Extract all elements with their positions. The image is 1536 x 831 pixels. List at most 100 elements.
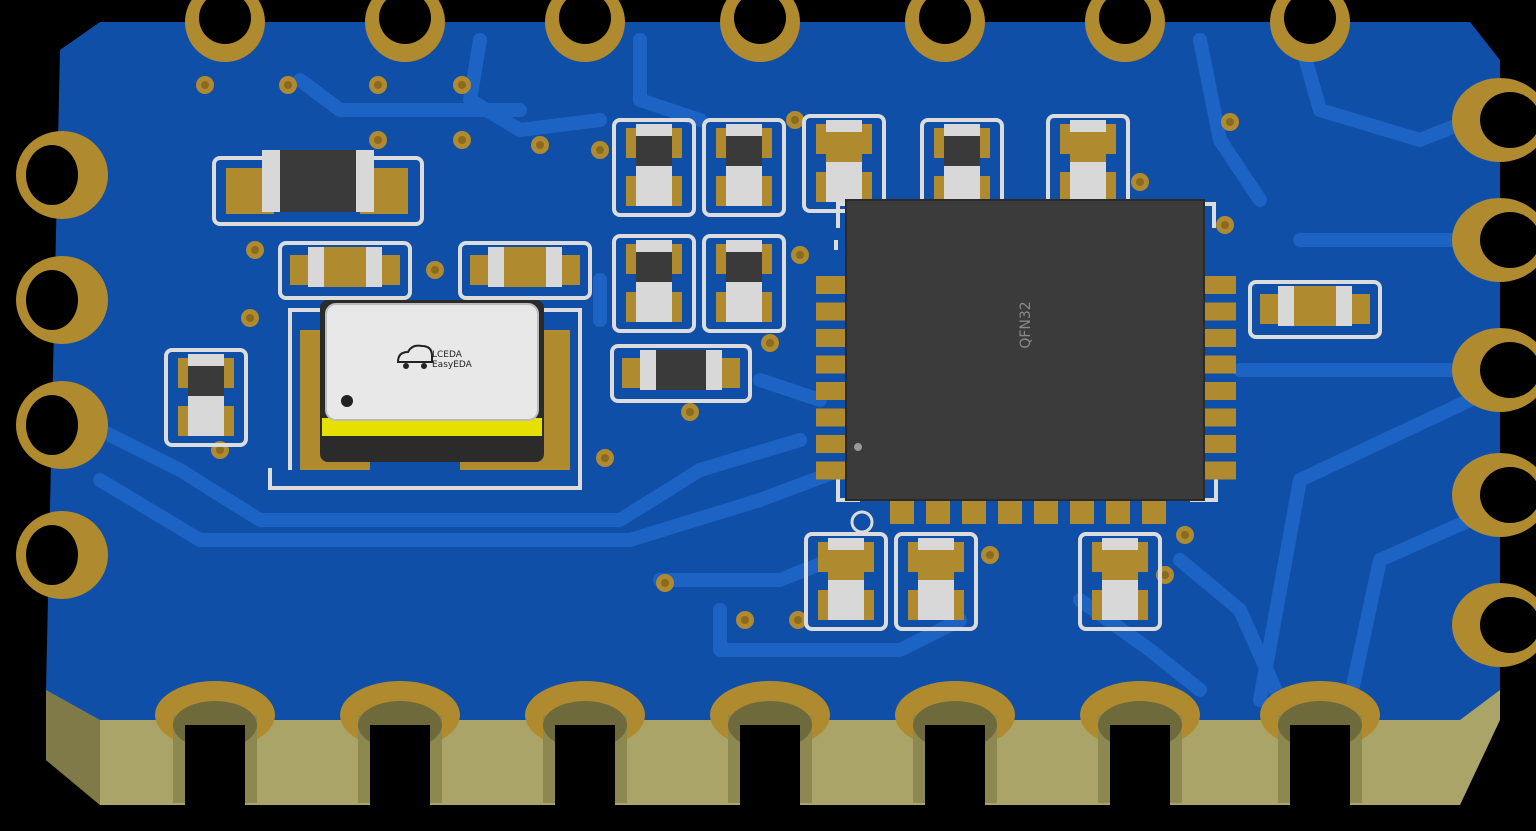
via-drill <box>686 408 694 416</box>
capacitor-c3 <box>802 114 886 213</box>
ic-pad-right <box>1204 302 1236 321</box>
castellated-hole <box>1290 725 1350 805</box>
castellated-pads-top <box>185 0 1350 62</box>
ic-pad-right <box>1204 355 1236 374</box>
castellated-hole <box>1099 0 1151 44</box>
castellated-hole <box>199 0 251 44</box>
led-d1 <box>164 348 248 447</box>
component-body <box>944 136 980 166</box>
qfn32-ic[interactable]: QFN32 <box>816 199 1236 534</box>
component-body <box>280 150 356 212</box>
ic-body <box>845 199 1205 501</box>
castellated-hole <box>925 725 985 805</box>
castellated-hole <box>740 795 800 815</box>
pin1-dot <box>341 395 353 407</box>
component-silkscreen <box>804 532 888 631</box>
component-body <box>188 366 224 396</box>
component-body <box>636 136 672 166</box>
via-drill <box>458 81 466 89</box>
via-drill <box>431 266 439 274</box>
component-body <box>324 247 366 287</box>
resistor-r3 <box>920 118 1004 217</box>
resistor-r2 <box>702 118 786 217</box>
castellated-hole <box>1480 92 1536 148</box>
component-silkscreen <box>1248 280 1382 339</box>
capacitor-c6 <box>804 532 888 631</box>
via-drill <box>251 246 259 254</box>
resistor-r5 <box>702 234 786 333</box>
castellated-hole <box>185 795 245 815</box>
crystal-oscillator[interactable]: LCEDA EasyEDA <box>268 300 582 490</box>
component-body <box>918 550 954 580</box>
castellated-hole <box>555 795 615 815</box>
castellated-hole <box>1480 467 1536 523</box>
via-drill <box>374 81 382 89</box>
component-silkscreen <box>612 234 696 333</box>
via-drill <box>766 339 774 347</box>
via-drill <box>284 81 292 89</box>
via-drill <box>536 141 544 149</box>
component-silkscreen <box>278 241 412 300</box>
castellated-hole <box>26 270 78 330</box>
castellated-hole <box>1110 795 1170 815</box>
ic-pad-right <box>1204 276 1236 294</box>
ic-pad-left <box>816 461 848 480</box>
castellated-hole <box>1284 0 1336 44</box>
passive-components <box>164 114 1382 631</box>
component-body <box>504 247 546 287</box>
component-silkscreen <box>894 532 978 631</box>
ic-pad-left <box>816 435 848 453</box>
via-drill <box>596 146 604 154</box>
castellated-hole <box>559 0 611 44</box>
via-drill <box>246 314 254 322</box>
via-drill <box>374 136 382 144</box>
castellated-hole <box>740 725 800 805</box>
via-drill <box>1226 118 1234 126</box>
ic-pad-left <box>816 355 848 374</box>
ic-pad-left <box>816 302 848 321</box>
component-silkscreen <box>702 118 786 217</box>
component-body <box>726 252 762 282</box>
via-drill <box>201 81 209 89</box>
ic-pad-left <box>816 408 848 427</box>
via-drill <box>741 616 749 624</box>
crystal-logo-line2: EasyEDA <box>432 360 473 370</box>
capacitor-c2 <box>458 241 592 300</box>
castellated-hole <box>1480 597 1536 653</box>
ic-pad-right <box>1204 461 1236 480</box>
ic-pad-right <box>1204 408 1236 427</box>
component-body <box>656 350 706 390</box>
ic-pad-right <box>1204 329 1236 347</box>
via-drill <box>1161 571 1169 579</box>
castellated-hole <box>26 525 78 585</box>
ic-pad-left <box>816 329 848 347</box>
ic-pad-left <box>816 382 848 400</box>
component-silkscreen <box>802 114 886 213</box>
capacitor-c7 <box>894 532 978 631</box>
crystal-silkscreen <box>268 308 582 490</box>
component-body <box>1070 132 1106 162</box>
component-body <box>828 550 864 580</box>
crystal-logo-line1: LCEDA <box>432 350 463 360</box>
castellated-hole <box>370 795 430 815</box>
component-body <box>1294 286 1336 326</box>
ic-pin1-marker <box>850 510 874 534</box>
castellated-hole <box>734 0 786 44</box>
castellated-hole <box>1290 795 1350 815</box>
capacitor-c1 <box>278 241 412 300</box>
castellated-hole <box>555 725 615 805</box>
ic-pin1-dot <box>854 443 862 451</box>
castellated-pads-right <box>1452 78 1536 667</box>
castellated-hole <box>919 0 971 44</box>
via-drill <box>216 446 224 454</box>
component-silkscreen <box>612 118 696 217</box>
via-drill <box>1221 221 1229 229</box>
capacitor-c5 <box>1248 280 1382 339</box>
castellated-hole <box>26 395 78 455</box>
component-body <box>826 132 862 162</box>
via-drill <box>458 136 466 144</box>
ic-pad-right <box>1204 382 1236 400</box>
crystal-gold-ring <box>322 418 542 436</box>
